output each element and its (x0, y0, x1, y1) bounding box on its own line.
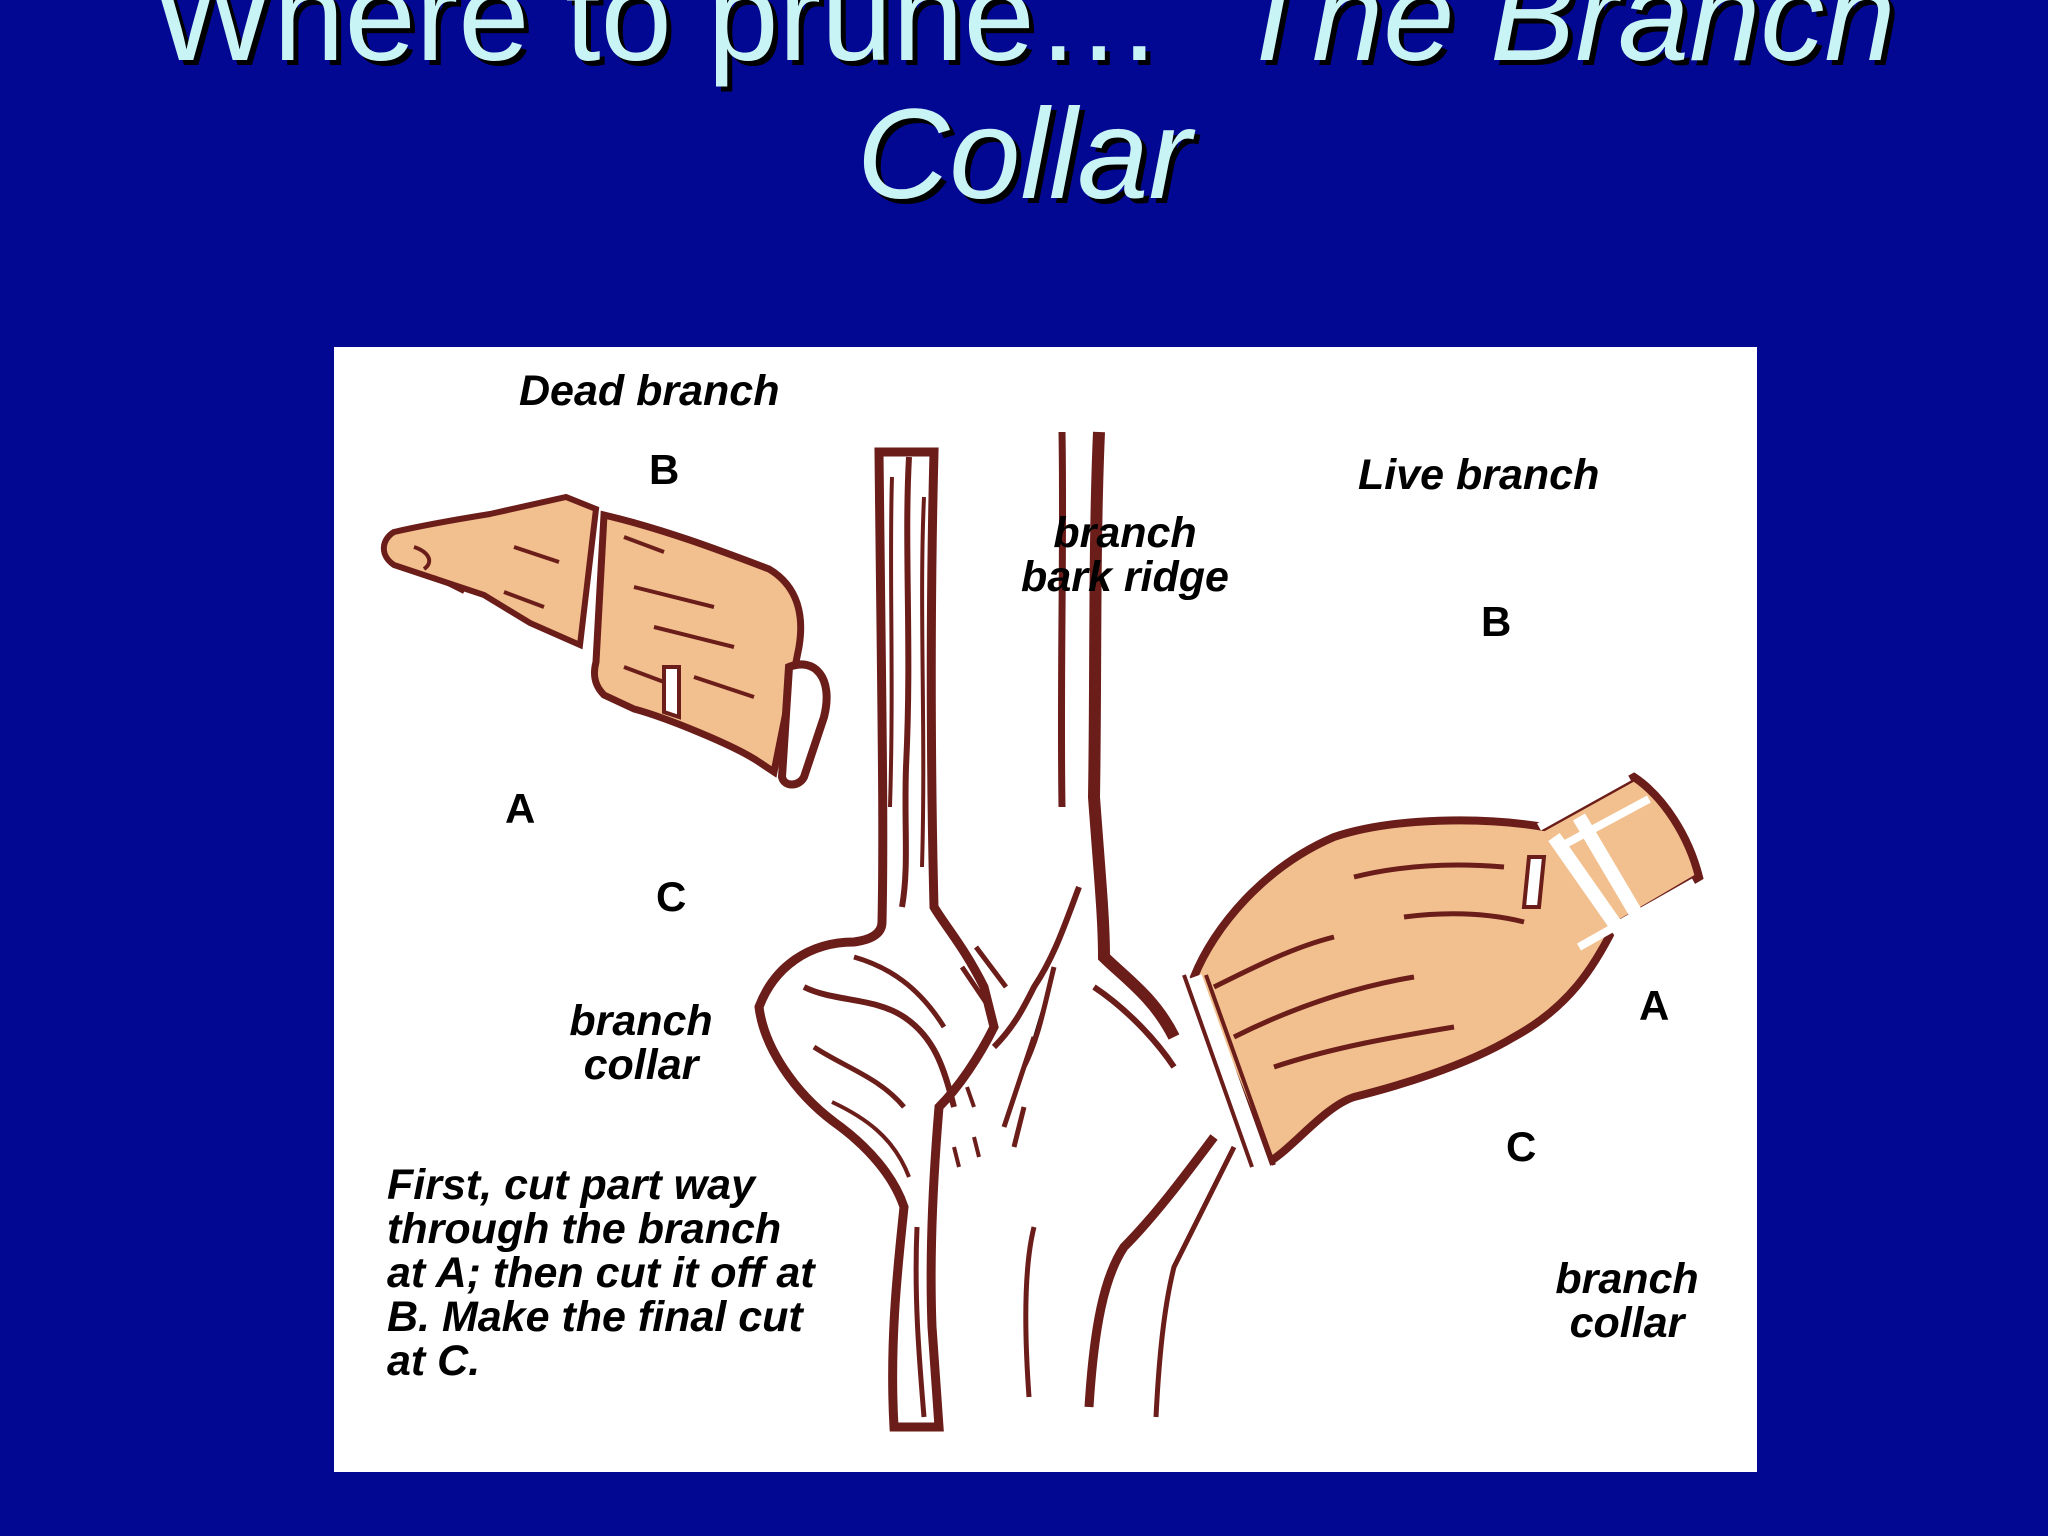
right-trunk (952, 431, 1349, 1427)
right-branch-collar-label: branch collar (1555, 1255, 1699, 1347)
cut-letter-b-left: B (649, 446, 680, 493)
pruning-illustration (380, 431, 1707, 1432)
bark-ridge-label: branch bark ridge (1021, 509, 1229, 601)
slide-title-plain: Where to prune… (152, 0, 1163, 88)
cut-letter-b-right: B (1481, 598, 1512, 645)
dead-branch-label: Dead branch (519, 367, 780, 415)
cut-letter-a-right: A (1639, 982, 1670, 1029)
live-branch (1182, 772, 1707, 1175)
live-branch-label: Live branch (1358, 451, 1600, 499)
slide-title-italic: The Branch Collar (856, 0, 1896, 226)
left-trunk (754, 447, 1008, 1432)
cut-letter-c-right: C (1506, 1123, 1537, 1170)
cut-letter-a-left: A (505, 785, 536, 832)
slide-title: Where to prune… The Branch Collar (0, 0, 2048, 224)
dead-branch (380, 493, 831, 789)
pruning-diagram: Dead branch Live branch branch bark ridg… (334, 347, 1757, 1472)
cut-letter-c-left: C (656, 873, 687, 920)
pruning-instructions: First, cut part way through the branch a… (387, 1161, 815, 1385)
left-branch-collar-label: branch collar (569, 997, 713, 1089)
